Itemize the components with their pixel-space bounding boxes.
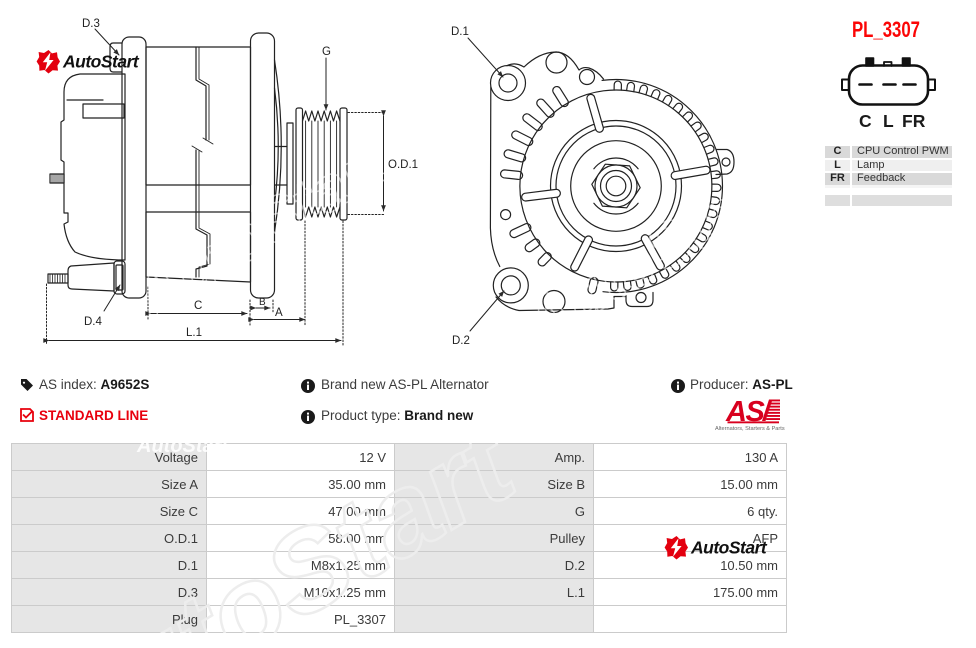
svg-text:C: C <box>859 111 872 131</box>
svg-text:AS: AS <box>725 398 765 428</box>
svg-text:A: A <box>275 307 283 319</box>
svg-text:G: G <box>322 46 331 58</box>
svg-text:O.D.1: O.D.1 <box>388 159 418 171</box>
svg-text:AutoStart: AutoStart <box>690 538 768 558</box>
svg-text:PL_3307: PL_3307 <box>852 17 920 42</box>
svg-text:D.3: D.3 <box>82 18 100 30</box>
svg-text:Alternators, Starters & Parts: Alternators, Starters & Parts <box>715 426 785 432</box>
svg-text:FR: FR <box>902 111 926 131</box>
svg-text:L: L <box>883 111 894 131</box>
svg-text:B: B <box>259 297 266 308</box>
svg-text:L.1: L.1 <box>186 327 202 339</box>
svg-text:AutoStart: AutoStart <box>62 52 140 72</box>
svg-text:D.1: D.1 <box>451 26 469 38</box>
svg-text:C: C <box>194 300 202 312</box>
svg-text:D.4: D.4 <box>84 316 103 328</box>
svg-text:D.2: D.2 <box>452 335 470 347</box>
